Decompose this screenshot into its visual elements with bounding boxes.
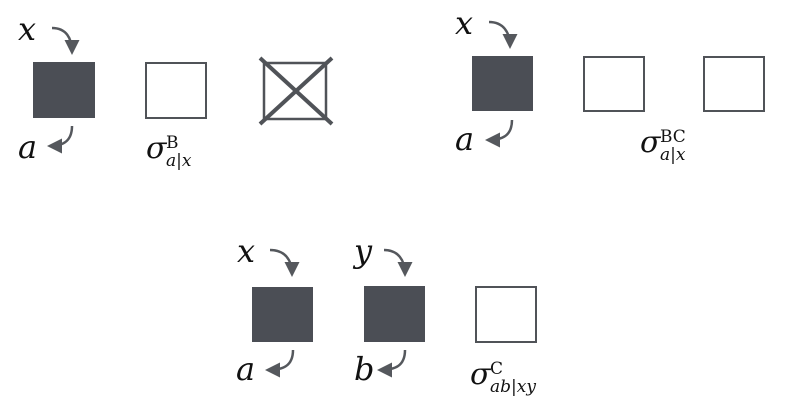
panel-three-input-x-arrow — [269, 248, 300, 277]
panel-three-output-b: b — [354, 350, 374, 388]
panel-three-input-x: x — [237, 232, 255, 270]
panel-three-output-a-arrow — [265, 349, 295, 378]
panel-three-output-a: a — [236, 350, 255, 388]
svg-text:a|x: a|x — [660, 145, 686, 165]
panel-one-output-a: a — [18, 128, 37, 166]
panel-one: x a σ B a|x — [18, 10, 334, 171]
panel-three-input-y: y — [352, 232, 373, 270]
panel-two-party-c-box — [703, 56, 765, 112]
panel-three-input-y-arrow — [383, 248, 413, 277]
svg-text:BC: BC — [660, 127, 686, 147]
panel-two-output-a: a — [455, 120, 474, 158]
svg-text:C: C — [490, 359, 503, 379]
panel-three-party-b-box — [364, 286, 425, 342]
panel-two-party-a-box — [472, 56, 533, 111]
panel-two-input-arrow — [488, 20, 518, 49]
svg-text:B: B — [166, 133, 179, 153]
panel-one-party-b-box — [145, 62, 207, 119]
svg-text:σ: σ — [146, 131, 168, 166]
panel-three-output-b-arrow — [377, 349, 407, 378]
panel-two-output-arrow — [485, 119, 514, 148]
panel-one-party-a-box — [33, 62, 95, 118]
panel-one-input-arrow — [51, 26, 80, 55]
panel-two-party-b-box — [583, 56, 645, 112]
svg-text:a|x: a|x — [166, 151, 192, 171]
panel-three-party-c-box — [475, 286, 537, 343]
svg-text:ab|xy: ab|xy — [490, 377, 536, 397]
panel-three: x y a b σ C ab|xy — [236, 232, 537, 397]
panel-one-output-arrow — [47, 125, 74, 154]
panel-two-sigma-label: σ BC a|x — [640, 125, 686, 165]
svg-text:σ: σ — [640, 125, 662, 160]
panel-one-sigma-label: σ B a|x — [146, 131, 192, 171]
panel-three-sigma-label: σ C ab|xy — [470, 357, 536, 397]
svg-text:σ: σ — [470, 357, 492, 392]
panel-two-input-x: x — [455, 4, 473, 42]
panel-one-input-x: x — [18, 10, 36, 48]
panel-one-crossed-box — [258, 56, 334, 126]
panel-two: x a σ BC a|x — [455, 4, 765, 165]
panel-three-party-a-box — [252, 287, 313, 342]
